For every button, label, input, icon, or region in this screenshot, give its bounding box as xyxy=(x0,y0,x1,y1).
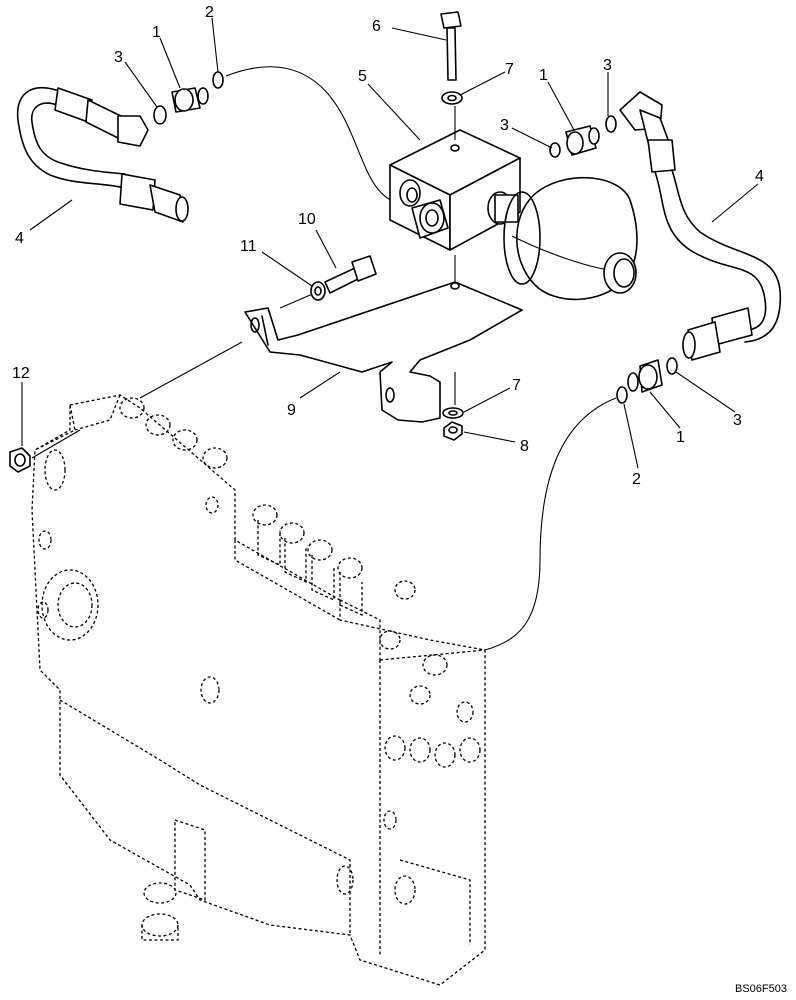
lower-right-tube xyxy=(484,397,617,651)
washer-7-bottom xyxy=(442,407,464,419)
callout-7: 7 xyxy=(505,61,514,78)
callout-1: 1 xyxy=(539,67,548,84)
nut-12 xyxy=(9,447,31,473)
callout-2: 2 xyxy=(205,4,214,21)
right-hose xyxy=(619,91,782,361)
callout-3: 3 xyxy=(500,117,509,134)
callout-6: 6 xyxy=(372,18,381,35)
callout-3: 3 xyxy=(114,49,123,66)
leader-lines xyxy=(21,17,759,469)
nut-8 xyxy=(443,421,463,441)
valve-block xyxy=(389,129,521,251)
callout-1: 1 xyxy=(676,429,685,446)
callout-8: 8 xyxy=(520,438,529,455)
washer-11 xyxy=(310,281,326,301)
bolt-6 xyxy=(440,11,462,81)
callout-4: 4 xyxy=(15,230,24,247)
callout-1: 1 xyxy=(152,24,161,41)
callout-11: 11 xyxy=(240,238,257,255)
accumulator xyxy=(503,176,638,301)
callout-12: 12 xyxy=(12,365,30,382)
bracket-9 xyxy=(244,281,523,423)
drawing-code: BS06F503 xyxy=(735,983,787,995)
callout-3: 3 xyxy=(733,412,742,429)
callout-labels: 1 2 3 4 5 6 7 3 1 3 4 10 11 12 9 7 8 1 3… xyxy=(12,4,764,488)
upper-right-fittings xyxy=(549,115,617,158)
upper-left-fittings xyxy=(153,71,224,125)
control-valve-phantom xyxy=(31,394,486,986)
callout-4: 4 xyxy=(755,168,764,185)
callout-7: 7 xyxy=(512,377,521,394)
callout-9: 9 xyxy=(287,402,296,419)
upper-left-tube xyxy=(225,66,406,206)
lower-right-fittings xyxy=(616,357,678,404)
callout-5: 5 xyxy=(358,68,367,85)
bolt-10 xyxy=(324,255,377,294)
callout-3: 3 xyxy=(603,57,612,74)
callout-10: 10 xyxy=(298,211,316,228)
left-hose xyxy=(16,87,189,223)
callout-2: 2 xyxy=(632,471,641,488)
washer-7-top xyxy=(441,91,463,105)
